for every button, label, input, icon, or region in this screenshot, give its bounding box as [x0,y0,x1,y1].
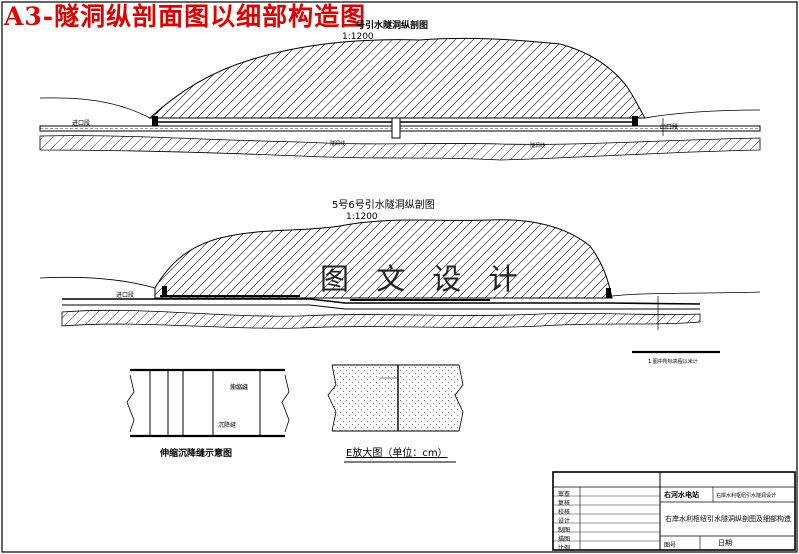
drawing-note: 1.图中所标高程以米计 [648,359,698,365]
title-block-drawing-title: 右岸水利枢纽引水隧洞纵剖图及细部构造 [665,515,791,523]
title-block-row-design: 设计 [558,518,571,525]
detail-left-caption: 伸缩沉降缝示意图 [160,449,233,459]
title-block-date-label: 日期 [718,539,732,547]
lower-inlet-label: 进口段 [116,292,135,299]
title-block-row-trace: 描图 [558,536,571,543]
title-block-figno-label: 图号 [664,542,677,549]
lower-profile-title: 5号6号引水隧洞纵剖图 [332,200,435,211]
detail-left [126,368,290,438]
title-block-project: 右岸水利枢纽引水隧洞设计 [716,493,777,499]
upper-outlet-label: 出口段 [660,124,679,131]
upper-profile [39,37,761,161]
upper-inlet-label: 进口段 [72,120,91,127]
upper-mountain [148,37,646,119]
upper-tunnel-label-1: 隧洞线 [330,141,346,147]
title-block-row-check: 复核 [558,500,571,507]
title-block-row-verify: 校核 [558,509,571,516]
title-block-row-scale: 比例 [558,545,571,552]
watermark-text: 图 文 设 计 [320,262,527,296]
detail-left-label-a: 伸缩缝 [230,384,249,391]
detail-right-caption: E放大图（单位：cm） [346,448,448,459]
upper-profile-title: 号引水隧洞纵剖图 [356,21,429,31]
lower-profile-scale: 1:1200 [346,212,378,222]
upper-profile-scale: 1:1200 [342,32,374,42]
title-block-unit: 右河水电站 [664,491,699,499]
title-block-lines [552,471,796,551]
detail-right [327,364,464,463]
lower-profile [39,219,761,354]
lower-mountain [154,219,613,299]
title-block-row-draft: 制图 [558,527,571,534]
upper-tunnel-label-2: 隧洞线 [530,143,546,149]
title-block-row-review: 审查 [558,491,571,498]
sheet-banner: A3-隧洞纵剖面图以细部构造图 [4,2,367,31]
detail-left-label-b: 沉降缝 [218,422,237,429]
